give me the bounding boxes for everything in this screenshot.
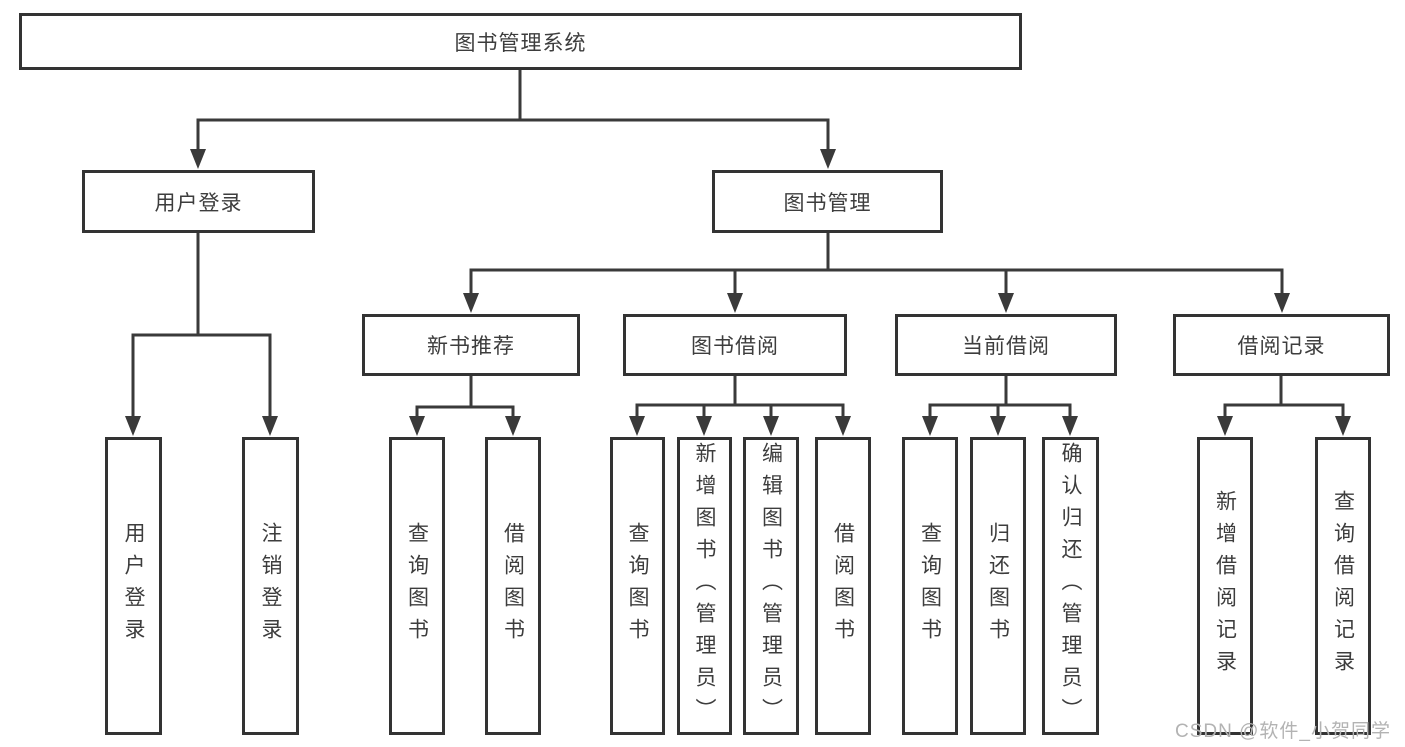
node-borrow-records: 借阅记录: [1173, 314, 1390, 376]
leaf-edit-books-admin-label: 编辑图书（管理员）: [759, 442, 783, 730]
leaf-confirm-return-admin-label: 确认归还（管理员）: [1059, 442, 1082, 730]
node-user-login-label: 用户登录: [154, 191, 243, 215]
arrowhead: [820, 149, 836, 169]
arrowhead: [1062, 416, 1078, 436]
arrowhead: [505, 416, 521, 436]
node-root-label: 图书管理系统: [454, 31, 587, 55]
arrowhead: [190, 149, 206, 169]
leaf-borrow-query-books-label: 查询图书: [626, 522, 649, 650]
leaf-borrow-query-books: 查询图书: [610, 437, 665, 735]
leaf-add-borrow-record-label: 新增借阅记录: [1213, 490, 1237, 682]
arrowhead: [262, 416, 278, 436]
node-root: 图书管理系统: [19, 13, 1022, 70]
arrowhead: [125, 416, 141, 436]
node-new-book-rec-label: 新书推荐: [427, 335, 515, 358]
connector-current-borrow-to-leaves: [928, 374, 1072, 420]
node-user-login: 用户登录: [82, 170, 315, 233]
leaf-query-borrow-record: 查询借阅记录: [1315, 437, 1371, 735]
arrowhead: [696, 416, 712, 436]
watermark: CSDN @软件_小贺同学: [1175, 721, 1391, 742]
leaf-logout-label: 注销登录: [259, 522, 282, 650]
arrowhead: [990, 416, 1006, 436]
node-book-borrow-label: 图书借阅: [691, 335, 779, 358]
arrowhead: [835, 416, 851, 436]
leaf-confirm-return-admin: 确认归还（管理员）: [1042, 437, 1099, 735]
arrowhead: [763, 416, 779, 436]
node-current-borrow-label: 当前借阅: [962, 335, 1050, 358]
leaf-borrow-books: 借阅图书: [815, 437, 871, 735]
arrowhead: [463, 293, 479, 313]
arrowhead: [1217, 416, 1233, 436]
arrowhead: [727, 293, 743, 313]
leaf-current-query-books-label: 查询图书: [918, 522, 942, 650]
node-borrow-records-label: 借阅记录: [1237, 335, 1326, 358]
connector-borrow-records-to-leaves: [1223, 374, 1345, 420]
leaf-edit-books-admin: 编辑图书（管理员）: [743, 437, 799, 735]
leaf-add-borrow-record: 新增借阅记录: [1197, 437, 1253, 735]
arrowheads: [125, 149, 1351, 436]
arrowhead: [1335, 416, 1351, 436]
leaf-rec-borrow-books-label: 借阅图书: [501, 522, 525, 650]
node-book-borrow: 图书借阅: [623, 314, 847, 376]
node-current-borrow: 当前借阅: [895, 314, 1117, 376]
arrowhead: [922, 416, 938, 436]
leaf-current-query-books: 查询图书: [902, 437, 958, 735]
leaf-logout: 注销登录: [242, 437, 299, 735]
node-book-mgmt: 图书管理: [712, 170, 943, 233]
arrowhead: [1274, 293, 1290, 313]
node-book-mgmt-label: 图书管理: [783, 191, 872, 215]
leaf-user-login: 用户登录: [105, 437, 162, 735]
leaf-rec-query-books: 查询图书: [389, 437, 445, 735]
connector-new-book-rec-to-leaves: [415, 374, 515, 420]
leaf-rec-query-books-label: 查询图书: [405, 522, 429, 650]
arrowhead: [629, 416, 645, 436]
connector-book-mgmt-to-level3: [469, 231, 1284, 297]
leaf-return-books-label: 归还图书: [986, 522, 1010, 650]
arrowhead: [409, 416, 425, 436]
leaf-return-books: 归还图书: [970, 437, 1026, 735]
node-new-book-rec: 新书推荐: [362, 314, 580, 376]
connector-user-login-to-leaves: [131, 231, 272, 420]
leaf-add-books-admin-label: 新增图书（管理员）: [693, 442, 716, 730]
leaf-query-borrow-record-label: 查询借阅记录: [1331, 490, 1355, 682]
connector-root-to-level2: [196, 68, 830, 153]
leaf-add-books-admin: 新增图书（管理员）: [677, 437, 732, 735]
leaf-rec-borrow-books: 借阅图书: [485, 437, 541, 735]
arrowhead: [998, 293, 1014, 313]
leaf-borrow-books-label: 借阅图书: [831, 522, 855, 650]
connector-book-borrow-to-leaves: [635, 374, 845, 420]
connector-group: [131, 68, 1345, 420]
leaf-user-login-label: 用户登录: [122, 522, 145, 650]
